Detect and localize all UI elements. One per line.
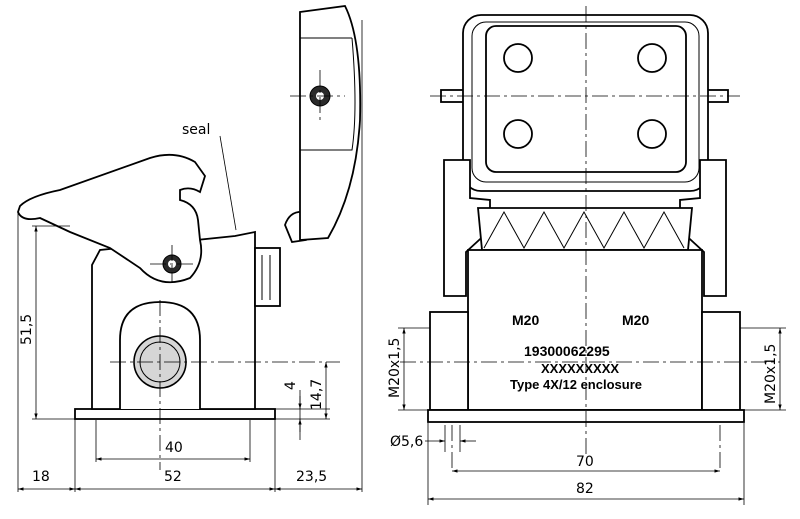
- dim-thread-left: M20x1,5: [387, 338, 403, 398]
- dim-18: 18: [32, 469, 50, 485]
- marking-part-number: 19300062295: [524, 343, 610, 359]
- dim-23-5: 23,5: [296, 469, 327, 485]
- label-seal: seal: [182, 122, 210, 138]
- front-port-right: [701, 311, 741, 411]
- contact-hole: [503, 43, 533, 73]
- contact-holes: [503, 43, 667, 149]
- contact-hole: [637, 43, 667, 73]
- dim-70: 70: [576, 454, 594, 470]
- side-locking-lever: [17, 153, 206, 284]
- dim-thread-right: M20x1,5: [763, 344, 779, 404]
- side-view: seal 51,5 40 18 52 23,5 4 14,7: [17, 5, 363, 492]
- marking-port-right: M20: [622, 312, 649, 328]
- dim-40: 40: [165, 440, 183, 456]
- contact-hole: [503, 119, 533, 149]
- dim-4: 4: [283, 381, 299, 390]
- dim-14-7: 14,7: [309, 379, 325, 410]
- marking-rating: Type 4X/12 enclosure: [510, 377, 642, 392]
- dim-52: 52: [164, 469, 182, 485]
- marking-code: XXXXXXXXX: [541, 361, 619, 376]
- side-hinge-block: [254, 247, 281, 307]
- dim-hole-diameter: Ø5,6: [390, 434, 423, 450]
- side-base-flange: [74, 408, 276, 420]
- contact-hole: [637, 119, 667, 149]
- front-port-left: [429, 311, 469, 411]
- dim-82: 82: [576, 481, 594, 497]
- marking-port-left: M20: [512, 312, 539, 328]
- side-hinged-lid: [299, 5, 362, 241]
- front-view: M20 M20 19300062295 XXXXXXXXX Type 4X/12…: [387, 6, 786, 505]
- dim-51-5: 51,5: [19, 314, 35, 345]
